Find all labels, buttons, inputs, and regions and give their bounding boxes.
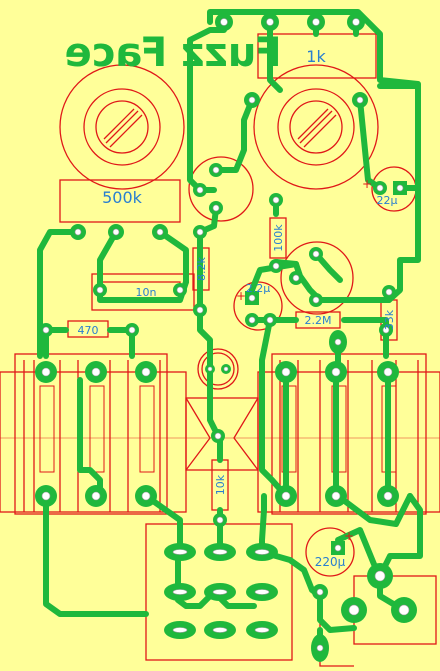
svg-text:+: + <box>344 529 354 543</box>
r-2m2-label: 2.2M <box>305 314 332 327</box>
pot-left-body <box>59 64 185 190</box>
r-8k2-label: 8.2k <box>195 256 208 280</box>
r-100k-label: 100k <box>272 224 285 252</box>
cap-supply-outline <box>305 527 355 577</box>
pot-left-shaft <box>83 88 161 166</box>
cap-in-label: 22µ <box>377 194 398 207</box>
cap-supply-label: 220µ <box>315 555 346 569</box>
transistor-q2-outline <box>280 241 354 315</box>
pot-right-knob <box>289 100 343 154</box>
r-33k-label: 33k <box>383 309 396 330</box>
pot-gain-label: 1k <box>306 47 326 66</box>
transistor-q1-outline <box>188 156 254 222</box>
board-title: Fuzz Face <box>64 30 281 76</box>
cap-mid-label: 2.2µ <box>246 282 271 295</box>
pot-left-outline <box>59 179 181 223</box>
cap-small-label: 10n <box>136 286 157 299</box>
led-outline <box>197 348 239 390</box>
pot-right-shaft <box>277 88 355 166</box>
footswitch-pads <box>164 543 278 639</box>
pot-left-knob <box>95 100 149 154</box>
svg-text:+: + <box>236 289 246 303</box>
silkscreen-layer <box>0 33 440 667</box>
r-470-label: 470 <box>78 324 99 337</box>
r-10k-label: 10k <box>214 474 227 495</box>
pot-right-body <box>253 64 379 190</box>
pot-volume-label: 500k <box>102 188 143 207</box>
r-100k-outline <box>269 217 287 259</box>
svg-text:+: + <box>362 177 372 191</box>
pads <box>35 13 417 662</box>
